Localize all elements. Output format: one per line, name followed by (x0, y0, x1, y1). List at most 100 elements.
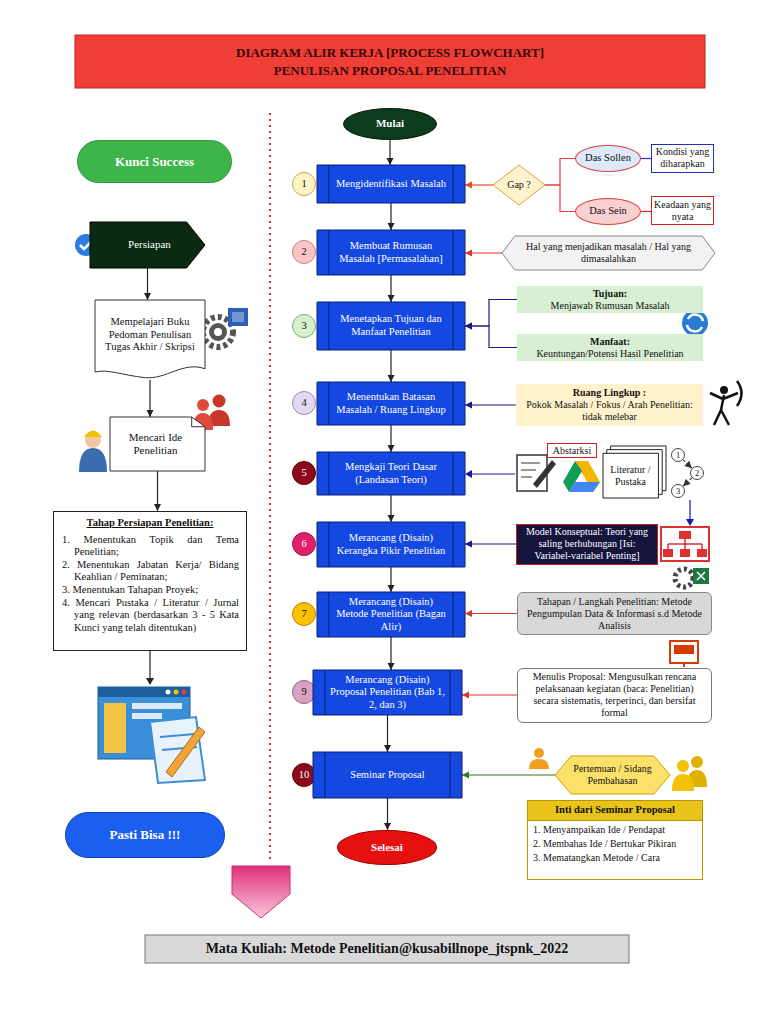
people-icon (672, 756, 707, 791)
arrowhead (465, 323, 472, 330)
shape-outline (313, 752, 462, 798)
caption-text: Mata Kuliah: Metode Penelitian@kusabilln… (206, 941, 569, 957)
connector (545, 185, 575, 212)
worker-icon (84, 431, 102, 438)
connector (683, 478, 692, 486)
node-text: Kondisi yang diharapkan (654, 146, 711, 170)
node-text: Seminar Proposal (350, 769, 424, 782)
presentation-icon (670, 641, 698, 663)
node-text: 2 (695, 468, 699, 478)
arrowhead (384, 745, 391, 752)
arrowhead (144, 293, 151, 300)
divider-line (270, 113, 271, 862)
process-box: Seminar Proposal (313, 752, 462, 798)
refresh-icon (682, 310, 708, 336)
notepad-icon (517, 455, 556, 491)
key-pill: Kunci Success (77, 140, 232, 183)
arrowhead (462, 692, 469, 699)
archer-icon (720, 386, 728, 394)
arrowhead (154, 504, 161, 511)
arrowhead (147, 410, 154, 417)
node-text: Hal yang menjadikan masalah / Hal yang d… (518, 241, 699, 265)
refresh-icon (688, 315, 703, 321)
process-box: Mengkaji Teori Dasar (Landasan Teori) (317, 452, 465, 495)
caption-band (145, 935, 629, 963)
document-illustration (132, 703, 182, 709)
flow-arrow (465, 470, 515, 478)
document-illustration (174, 690, 179, 695)
connector-line (465, 543, 516, 544)
person-icon (534, 748, 544, 758)
connector-line (641, 158, 651, 159)
shape-outline (95, 300, 205, 380)
connector (465, 182, 493, 189)
down-arrow-shape (232, 866, 290, 918)
shape-outline (555, 756, 670, 794)
process-box: Merancang (Disain) Proposal Penelitian (… (313, 670, 462, 715)
document-illustration (132, 713, 162, 719)
note-box: Model Konseptual: Teori yang saling berh… (516, 524, 658, 565)
archer-icon (710, 381, 742, 425)
node-text: 5 (301, 467, 306, 480)
arrowhead (384, 823, 391, 830)
drive-icon (563, 461, 600, 492)
shape-outline (317, 382, 465, 425)
note-box: Keadaan yang nyata (651, 196, 714, 225)
callout-number: 4 (292, 391, 316, 415)
notepad-icon (521, 463, 540, 464)
document-shape: Mempelajari Buku Pedoman Penulisan Tugas… (95, 300, 205, 380)
node-text: 3 (301, 320, 306, 333)
process-box: Tahap Persiapan Penelitian:1. Menentukan… (53, 511, 247, 651)
arrowhead (388, 445, 395, 452)
shape-outline (329, 230, 453, 275)
node-text: Mulai (376, 117, 404, 130)
node-text: Kunci Success (115, 154, 194, 170)
note-band: Ruang Lingkup :Pokok Masalah / Fokus / A… (516, 384, 703, 426)
drive-icon (569, 482, 600, 492)
shape-outline (317, 302, 465, 350)
document-shape: Mencari Ide Penelitian (110, 417, 205, 471)
ellipse-label: Das Sein (575, 198, 641, 225)
process-box: Merancang (Disain) Metode Penelitian (Ba… (317, 592, 465, 637)
node-text: Pokok Masalah / Fokus / Arah Penelitian:… (522, 399, 697, 423)
flow-arrow (465, 470, 472, 478)
arrowhead (388, 223, 395, 230)
node-text: Mempelajari Buku Pedoman Penulisan Tugas… (101, 316, 199, 354)
flow-arrow (472, 473, 515, 474)
caption-band (145, 935, 629, 963)
shape-outline (317, 452, 465, 495)
arrowhead (388, 585, 395, 592)
arrowhead (388, 375, 395, 382)
callout-number: 9 (292, 680, 316, 704)
terminator: Selesai (337, 830, 437, 865)
node-text: Membuat Rumusan Masalah [Permasalahan] (333, 240, 449, 265)
shape-outline (110, 417, 205, 471)
ellipse-label: Das Sollen (575, 145, 641, 172)
note-box: Tahapan / Langkah Penelitian: Metode Pen… (517, 592, 712, 635)
connector-line (641, 211, 651, 212)
people-icon (672, 774, 694, 791)
callout-number: 6 (292, 532, 316, 556)
node-text: Merancang (Disain) Proposal Penelitian (… (329, 674, 446, 712)
presentation-icon (674, 645, 694, 654)
note-box: Kondisi yang diharapkan (651, 144, 714, 173)
connector-line (545, 185, 575, 212)
connector (388, 495, 395, 522)
node-text: 4. Mencari Pustaka / Literatur / Jurnal … (61, 597, 239, 635)
node-text: Literatur / Pustaka (605, 464, 656, 488)
stage-arrow: Persiapan (90, 222, 205, 268)
connector (465, 541, 516, 548)
arrowhead (465, 323, 472, 330)
node-text: Tahapan / Langkah Penelitian: Metode Pen… (522, 596, 707, 632)
shape-outline (325, 752, 450, 798)
connector (683, 460, 692, 468)
network-icon (668, 539, 702, 549)
connector (545, 159, 575, 186)
flow-arrow (686, 500, 694, 526)
arrowhead (465, 250, 472, 257)
arrowhead (388, 295, 395, 302)
key-pill: Pasti Bisa !!! (65, 812, 225, 858)
notepad-icon (521, 470, 536, 471)
document-stack: Literatur / Pustaka (603, 446, 666, 498)
